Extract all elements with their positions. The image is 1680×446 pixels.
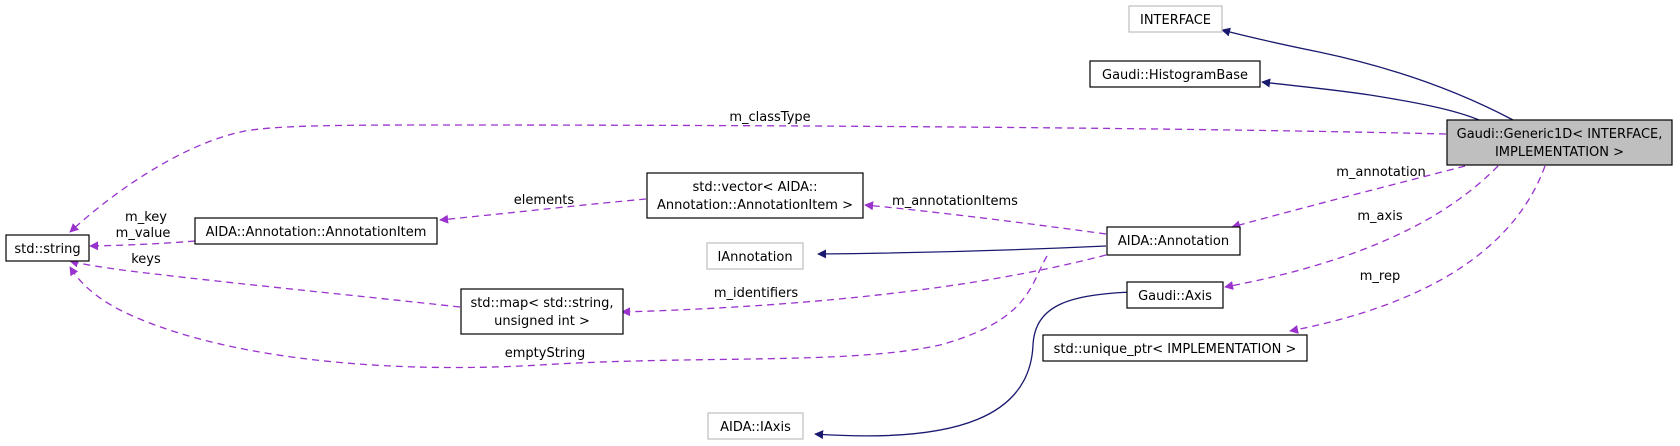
- label-m-key: m_key: [125, 210, 167, 225]
- node-unique-ptr-label: std::unique_ptr< IMPLEMENTATION >: [1054, 342, 1297, 357]
- edge-keys: [69, 258, 461, 308]
- node-interface-label: INTERFACE: [1140, 13, 1211, 28]
- label-m-classtype: m_classType: [729, 110, 810, 125]
- node-aida-annotation-label: AIDA::Annotation: [1118, 234, 1229, 249]
- node-unique-ptr[interactable]: std::unique_ptr< IMPLEMENTATION >: [1042, 334, 1308, 362]
- node-histogram-base-label: Gaudi::HistogramBase: [1102, 68, 1248, 83]
- node-aida-iaxis-label: AIDA::IAxis: [720, 420, 791, 435]
- node-std-map[interactable]: std::map< std::string, unsigned int >: [460, 288, 624, 335]
- edge-generic1d-to-histogram-base: [1261, 78, 1480, 121]
- node-gaudi-axis-label: Gaudi::Axis: [1138, 289, 1212, 304]
- label-m-annotation: m_annotation: [1336, 165, 1426, 180]
- label-m-value: m_value: [116, 226, 171, 241]
- label-m-axis: m_axis: [1357, 209, 1402, 224]
- label-m-rep: m_rep: [1360, 269, 1400, 284]
- edge-m-classtype: [69, 124, 1447, 233]
- edge-generic1d-to-interface: [1221, 27, 1514, 121]
- node-std-map-line1: std::map< std::string,: [470, 296, 613, 311]
- edge-emptystring: [69, 255, 1048, 369]
- edge-m-key-m-value: [89, 240, 196, 251]
- edge-axis-to-iaxis: [814, 291, 1135, 440]
- edge-m-axis: [1224, 165, 1499, 290]
- node-aida-annotation[interactable]: AIDA::Annotation: [1106, 226, 1241, 256]
- edge-m-identifiers: [621, 254, 1107, 317]
- node-gaudi-axis[interactable]: Gaudi::Axis: [1126, 281, 1224, 309]
- label-keys: keys: [131, 252, 161, 267]
- label-emptystring: emptyString: [505, 346, 586, 361]
- node-std-vector-line1: std::vector< AIDA::: [692, 180, 817, 195]
- node-aida-iaxis[interactable]: AIDA::IAxis: [707, 412, 804, 440]
- node-annotation-item-label: AIDA::Annotation::AnnotationItem: [206, 225, 427, 240]
- node-histogram-base[interactable]: Gaudi::HistogramBase: [1089, 60, 1261, 88]
- node-std-map-line2: unsigned int >: [494, 314, 590, 329]
- edge-annotation-to-iannotation: [817, 245, 1107, 259]
- edge-m-annotation: [1231, 165, 1466, 230]
- node-iannotation-label: IAnnotation: [717, 250, 792, 265]
- label-m-annotationitems: m_annotationItems: [892, 194, 1018, 209]
- node-annotation-item[interactable]: AIDA::Annotation::AnnotationItem: [194, 217, 438, 245]
- label-m-identifiers: m_identifiers: [714, 286, 799, 301]
- node-std-vector[interactable]: std::vector< AIDA:: Annotation::Annotati…: [646, 172, 864, 219]
- node-generic1d-line2: IMPLEMENTATION >: [1495, 145, 1624, 160]
- node-interface[interactable]: INTERFACE: [1128, 5, 1223, 33]
- edge-m-annotationitems: [864, 201, 1107, 235]
- node-generic1d-line1: Gaudi::Generic1D< INTERFACE,: [1457, 127, 1663, 142]
- node-std-string-label: std::string: [14, 242, 80, 257]
- node-std-vector-line2: Annotation::AnnotationItem >: [657, 198, 853, 213]
- edge-m-rep: [1289, 165, 1546, 334]
- node-generic1d[interactable]: Gaudi::Generic1D< INTERFACE, IMPLEMENTAT…: [1446, 119, 1673, 166]
- node-iannotation[interactable]: IAnnotation: [706, 242, 804, 270]
- node-std-string[interactable]: std::string: [5, 234, 90, 262]
- label-elements: elements: [514, 193, 575, 208]
